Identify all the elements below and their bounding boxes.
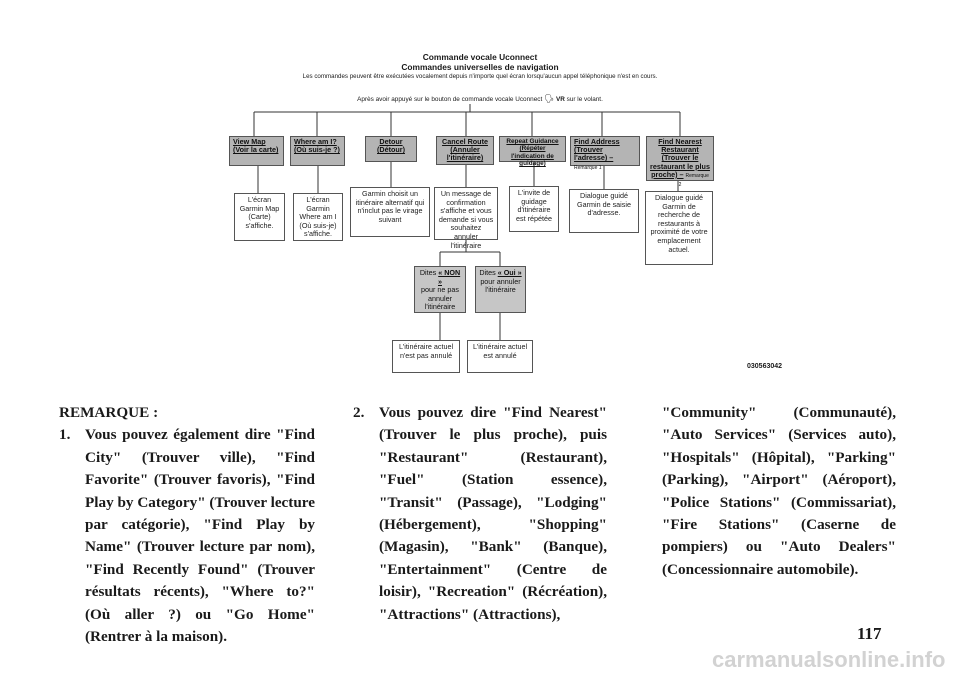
command-label-en: Find Address xyxy=(574,137,620,146)
command-label-fr: (Voir la carte) xyxy=(233,145,279,155)
command-label-en: View Map xyxy=(233,137,266,146)
option-say-yes: Dites « Oui » pour annuler l'itinéraire xyxy=(475,266,526,313)
option-text: pour ne pas annuler l'itinéraire xyxy=(421,285,459,312)
command-label-fr: (Trouver le restaurant le plus proche) –… xyxy=(650,153,710,189)
command-repeat-guidance: Repeat Guidance (Répéter l'indication de… xyxy=(499,136,566,167)
note-1-text: Vous pouvez également dire "Find City" (… xyxy=(85,426,316,646)
option-text: pour annuler l'itinéraire xyxy=(480,276,521,295)
command-label-fr: (Détour) xyxy=(377,145,405,155)
result-route-not-cancelled: L'itinéraire actuel n'est pas annulé xyxy=(392,340,460,373)
figure-code: 030563042 xyxy=(747,363,783,370)
result-find-address: Dialogue guidé Garmin de saisie d'adress… xyxy=(569,189,639,233)
command-where-am-i: Where am I? (Où suis-je ?) xyxy=(290,136,345,166)
vr-button-label: VR xyxy=(555,96,565,103)
command-label-fr: (Où suis-je ?) xyxy=(294,145,340,155)
remark-heading: REMARQUE : xyxy=(59,404,159,421)
result-find-nearest: Dialogue guidé Garmin de recherche de re… xyxy=(645,191,713,265)
note-1: 1. Vous pouvez également dire "Find City… xyxy=(59,424,315,648)
result-cancel-route: Un message de confirmation s'affiche et … xyxy=(434,187,498,249)
column-2: 2. Vous pouvez dire "Find Nearest" (Trou… xyxy=(353,402,607,626)
diagram-subtitle: Commandes universelles de navigation xyxy=(401,62,559,72)
command-find-address: Find Address (Trouver l'adresse) – Remar… xyxy=(570,136,640,171)
command-label-en: Cancel Route xyxy=(442,137,488,146)
result-detour: Garmin choisit un itinéraire alternatif … xyxy=(350,187,430,237)
instruction-after: sur le volant. xyxy=(566,96,603,103)
command-label-fr: (Répéter l'indication de guidage) xyxy=(511,145,554,168)
option-say-no: Dites « NON » pour ne pas annuler l'itin… xyxy=(414,266,466,313)
command-label-en: Detour xyxy=(379,137,403,146)
note-2: 2. Vous pouvez dire "Find Nearest" (Trou… xyxy=(353,402,607,626)
voice-icon: 🗣 xyxy=(544,94,555,103)
navigation-command-diagram: Commande vocale Uconnect Commandes unive… xyxy=(0,52,960,373)
diagram-connectors xyxy=(253,104,681,340)
command-find-nearest-restaurant: Find Nearest Restaurant (Trouver le rest… xyxy=(646,136,714,188)
result-repeat-guidance: L'invite de guidage d'itinéraire est rép… xyxy=(509,186,559,232)
command-label-fr: (Trouver l'adresse) – Remarque 1 xyxy=(574,145,614,171)
note-1-number: 1. xyxy=(59,426,71,444)
result-view-map: L'écran Garmin Map (Carte) s'affiche. xyxy=(234,193,285,241)
instruction-before: Après avoir appuyé sur le bouton de comm… xyxy=(357,96,543,103)
watermark: carmanualsonline.info xyxy=(712,647,946,672)
result-route-cancelled: L'itinéraire actuel est annulé xyxy=(467,340,533,373)
keyword-no: « NON » xyxy=(438,268,461,286)
result-where-am-i: L'écran Garmin Where am I (Où suis-je) s… xyxy=(293,193,343,241)
diagram-instruction: Après avoir appuyé sur le bouton de comm… xyxy=(0,94,960,103)
page-number: 117 xyxy=(857,624,882,643)
command-view-map: View Map (Voir la carte) xyxy=(229,136,284,166)
command-detour: Detour (Détour) xyxy=(365,136,417,162)
note-2-number: 2. xyxy=(353,404,365,421)
diagram-title: Commande vocale Uconnect xyxy=(422,52,538,62)
command-cancel-route: Cancel Route (Annuler l'itinéraire) xyxy=(436,136,494,165)
command-label-fr: (Annuler l'itinéraire) xyxy=(446,145,484,163)
remark-ref: Remarque 1 xyxy=(574,164,602,171)
column-1: REMARQUE : 1. Vous pouvez également dire… xyxy=(59,402,315,648)
note-2-text: Vous pouvez dire "Find Nearest" (Trouver… xyxy=(379,404,607,623)
diagram-description: Les commandes peuvent être exécutées voc… xyxy=(302,73,658,80)
command-label-en: Find Nearest Restaurant xyxy=(658,137,702,155)
remark-ref: Remarque 2 xyxy=(678,172,709,189)
command-label-en: Repeat Guidance xyxy=(506,138,559,145)
command-label-en: Where am I? xyxy=(294,137,337,146)
column-3: "Community" (Communauté), "Auto Services… xyxy=(662,404,896,578)
keyword-yes: « Oui » xyxy=(497,268,522,277)
